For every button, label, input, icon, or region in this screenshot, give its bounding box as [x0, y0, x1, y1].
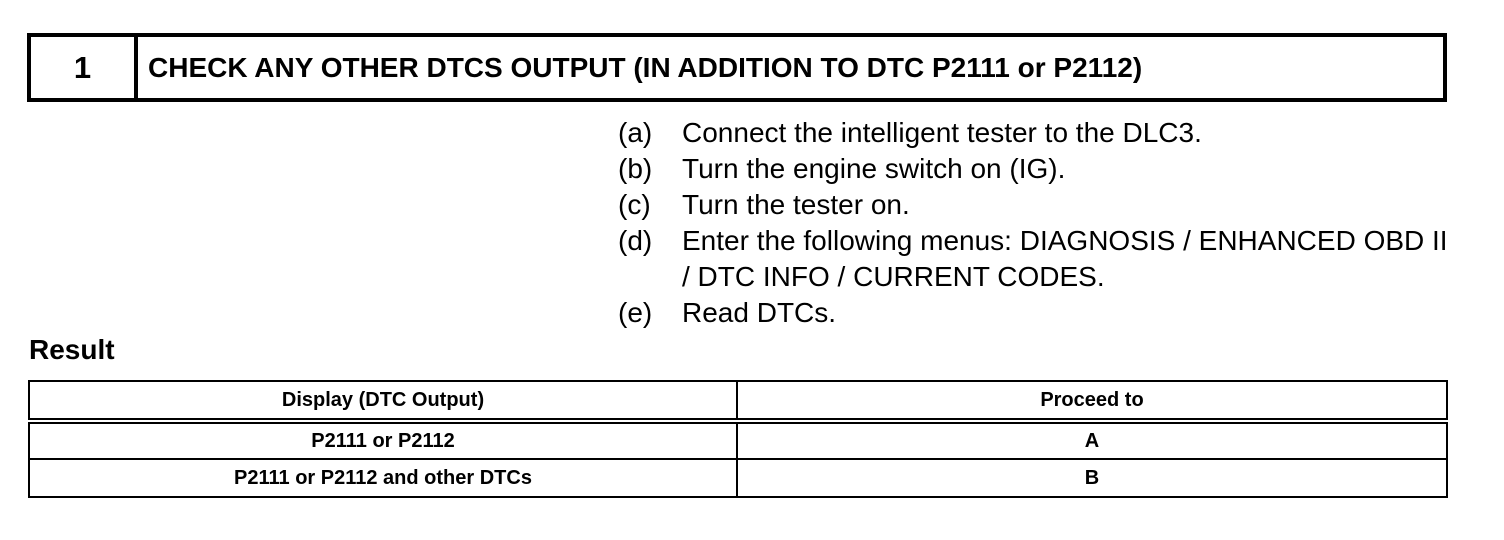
procedure-text: Enter the following menus: DIAGNOSIS / E… — [682, 225, 1448, 292]
procedure-text: Turn the tester on. — [682, 189, 910, 220]
procedure-list: (a) Connect the intelligent tester to th… — [618, 115, 1448, 331]
procedure-marker: (e) — [618, 297, 653, 328]
cell-proceed: B — [736, 458, 1448, 498]
cell-proceed: A — [736, 420, 1448, 460]
step-title: CHECK ANY OTHER DTCS OUTPUT (IN ADDITION… — [148, 51, 1143, 83]
result-heading: Result — [29, 334, 115, 365]
procedure-marker: (b) — [618, 153, 653, 184]
table-row: P2111 or P2112 A — [28, 420, 1448, 460]
column-header-proceed: Proceed to — [736, 380, 1448, 424]
step-number: 1 — [31, 37, 138, 98]
procedure-item-d: (d) Enter the following menus: DIAGNOSIS… — [618, 223, 1448, 295]
column-header-display: Display (DTC Output) — [28, 380, 738, 424]
procedure-text: Turn the engine switch on (IG). — [682, 153, 1066, 184]
procedure-marker: (c) — [618, 189, 651, 220]
table-header-row: Display (DTC Output) Proceed to — [28, 380, 1448, 424]
step-header: 1 CHECK ANY OTHER DTCS OUTPUT (IN ADDITI… — [27, 33, 1447, 102]
procedure-text: Read DTCs. — [682, 297, 837, 328]
cell-display: P2111 or P2112 and other DTCs — [28, 458, 738, 498]
procedure-item-e: (e) Read DTCs. — [618, 295, 1448, 331]
result-table: Display (DTC Output) Proceed to P2111 or… — [28, 380, 1448, 498]
procedure-item-b: (b) Turn the engine switch on (IG). — [618, 151, 1448, 187]
procedure-marker: (a) — [618, 117, 653, 148]
procedure-item-c: (c) Turn the tester on. — [618, 187, 1448, 223]
procedure-text: Connect the intelligent tester to the DL… — [682, 117, 1202, 148]
cell-display: P2111 or P2112 — [28, 420, 738, 460]
table-row: P2111 or P2112 and other DTCs B — [28, 458, 1448, 498]
procedure-item-a: (a) Connect the intelligent tester to th… — [618, 115, 1448, 151]
procedure-marker: (d) — [618, 225, 653, 256]
